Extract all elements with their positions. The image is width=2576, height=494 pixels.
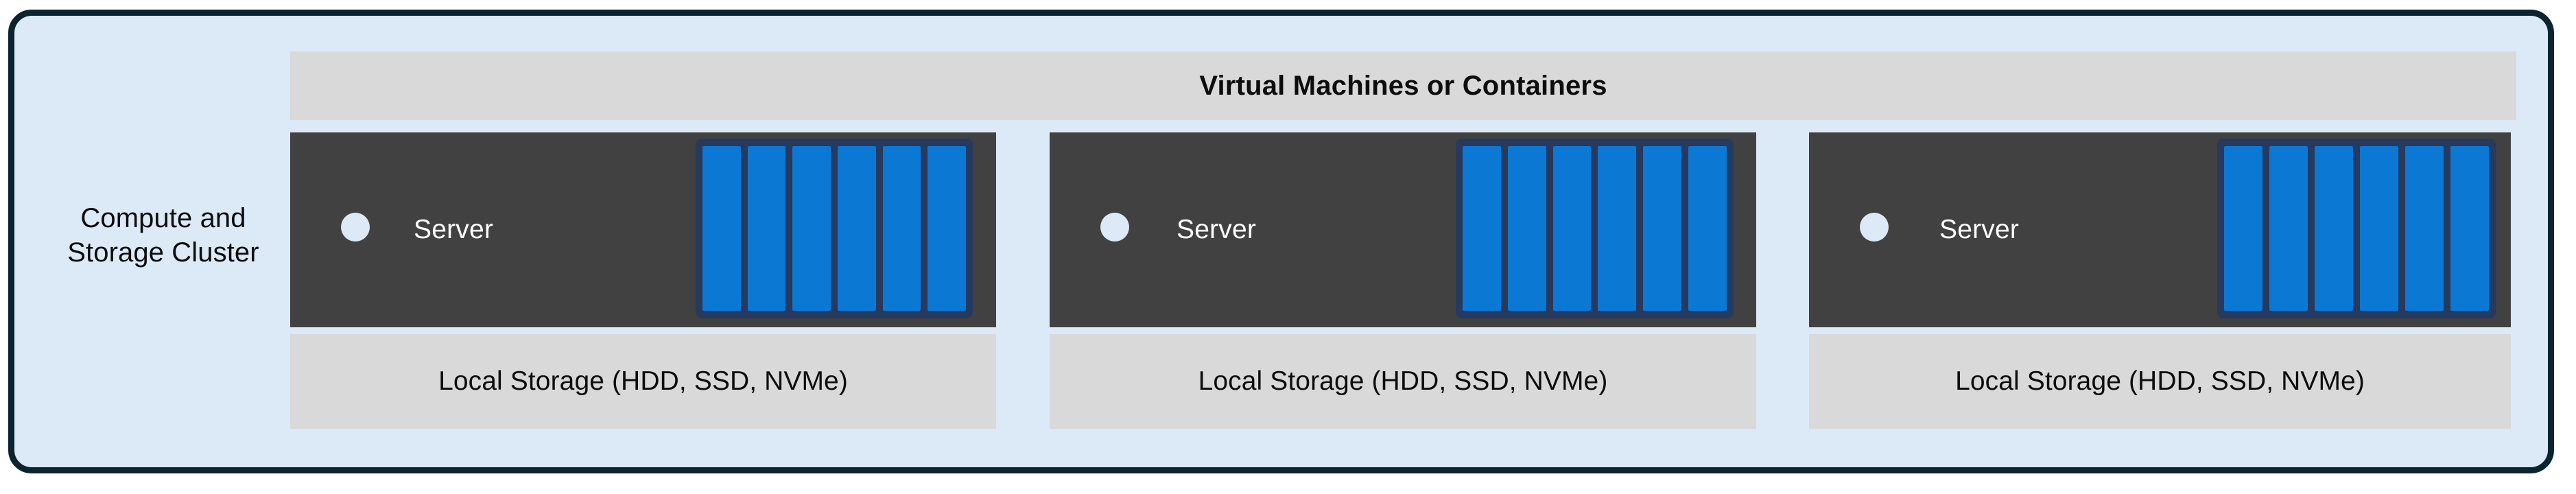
drive-sled-icon bbox=[1552, 146, 1592, 311]
drive-sled-icon bbox=[1507, 146, 1546, 311]
local-storage-band-2: Local Storage (HDD, SSD, NVMe) bbox=[1050, 334, 1756, 429]
drive-sled-icon bbox=[2224, 146, 2262, 311]
virtual-machines-band: Virtual Machines or Containers bbox=[290, 51, 2516, 120]
drive-sled-icon bbox=[2360, 146, 2398, 311]
server-label-1: Server bbox=[414, 215, 494, 244]
power-indicator-icon bbox=[1860, 213, 1889, 242]
drive-bay-3 bbox=[2217, 139, 2496, 318]
local-storage-label-3: Local Storage (HDD, SSD, NVMe) bbox=[1955, 366, 2365, 396]
cluster-node-2: Server bbox=[1050, 132, 1756, 327]
server-label-2: Server bbox=[1177, 215, 1257, 244]
local-storage-band-3: Local Storage (HDD, SSD, NVMe) bbox=[1809, 334, 2511, 429]
power-indicator-icon bbox=[1100, 213, 1129, 242]
drive-sled-icon bbox=[2405, 146, 2444, 311]
drive-sled-icon bbox=[2269, 146, 2308, 311]
server-chassis-3: Server bbox=[1809, 132, 2511, 327]
drive-bay-2 bbox=[1456, 139, 1734, 318]
power-indicator-icon bbox=[341, 213, 370, 242]
drive-sled-icon bbox=[747, 146, 786, 311]
drive-sled-icon bbox=[2450, 146, 2489, 311]
cluster-label: Compute and Storage Cluster bbox=[67, 203, 259, 268]
cluster-node-3: Server bbox=[1809, 132, 2511, 327]
drive-sled-icon bbox=[1598, 146, 1637, 311]
virtual-machines-band-label: Virtual Machines or Containers bbox=[1199, 70, 1607, 101]
cluster-node-1: Server bbox=[290, 132, 996, 327]
drive-sled-icon bbox=[1463, 146, 1501, 311]
local-storage-band-1: Local Storage (HDD, SSD, NVMe) bbox=[290, 334, 996, 429]
drive-bay-1 bbox=[696, 139, 973, 318]
server-chassis-1: Server bbox=[290, 132, 996, 327]
drive-sled-icon bbox=[1688, 146, 1727, 311]
drive-sled-icon bbox=[1643, 146, 1682, 311]
drive-sled-icon bbox=[882, 146, 921, 311]
server-chassis-2: Server bbox=[1050, 132, 1756, 327]
drive-sled-icon bbox=[792, 146, 831, 311]
drive-sled-icon bbox=[702, 146, 741, 311]
local-storage-label-2: Local Storage (HDD, SSD, NVMe) bbox=[1198, 366, 1608, 396]
drive-sled-icon bbox=[2315, 146, 2353, 311]
drive-sled-icon bbox=[927, 146, 967, 311]
drive-sled-icon bbox=[838, 146, 876, 311]
local-storage-label-1: Local Storage (HDD, SSD, NVMe) bbox=[438, 366, 848, 396]
server-label-3: Server bbox=[1939, 215, 2020, 244]
